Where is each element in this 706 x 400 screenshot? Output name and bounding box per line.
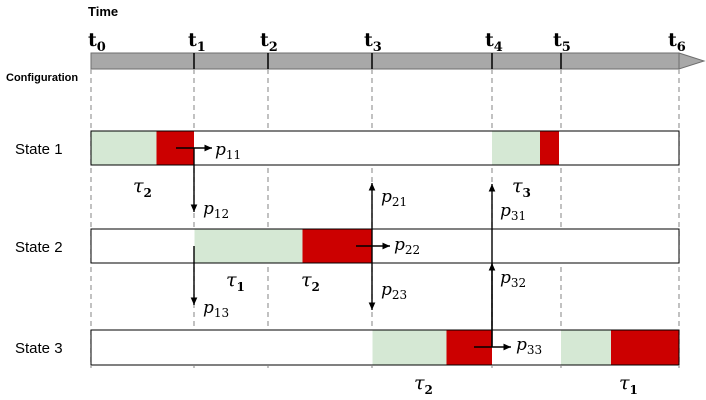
- task-label-state1-tau2: τ2: [133, 175, 152, 200]
- state-2-segment-tau1-light: [194, 229, 303, 263]
- prob-label-p21: p21: [381, 187, 407, 209]
- task-label-state1-tau3: τ3: [512, 175, 531, 200]
- timeline-tick-marks: [193, 53, 562, 69]
- time-gridlines: [90, 69, 680, 368]
- tick-label-t4: t4: [485, 29, 503, 55]
- state-label-2: State 2: [15, 239, 63, 256]
- task-label-state2-tau1: τ1: [226, 269, 245, 294]
- state-1-segment-tau3-red: [540, 131, 559, 165]
- state-label-3: State 3: [15, 340, 63, 357]
- tick-label-t0: t0: [88, 29, 106, 55]
- tick-label-t1: t1: [188, 29, 206, 55]
- prob-label-p12: p12: [203, 199, 229, 221]
- transition-arrows: [176, 144, 511, 351]
- state-1-segment-tau2-light: [91, 131, 157, 165]
- prob-label-p23: p23: [381, 280, 407, 302]
- tick-labels: t0 t1 t2 t3 t4 t5 t6: [88, 29, 686, 55]
- tick-label-t2: t2: [260, 29, 278, 55]
- tick-label-t5: t5: [553, 29, 571, 55]
- tick-label-t3: t3: [364, 29, 382, 55]
- timeline-arrowhead: [678, 52, 706, 70]
- task-labels: τ2 τ3 τ1 τ2 τ2 τ1: [133, 175, 638, 397]
- task-label-state2-tau2: τ2: [301, 269, 320, 294]
- tick-label-t6: t6: [668, 29, 686, 55]
- state-3-segment-tau1-red: [611, 330, 679, 365]
- task-label-state3-tau2: τ2: [414, 372, 433, 397]
- time-label: Time: [88, 4, 118, 19]
- prob-label-p33: p33: [516, 335, 542, 357]
- probability-labels: p11 p12 p13 p21 p22 p23 p31 p32 p33: [203, 140, 542, 357]
- prob-label-p11: p11: [215, 140, 241, 162]
- state-3-segment-tau1-light: [561, 330, 611, 365]
- prob-label-p13: p13: [203, 298, 229, 320]
- configuration-label: Configuration: [6, 72, 78, 84]
- prob-label-p32: p32: [500, 268, 526, 290]
- prob-label-p31: p31: [500, 201, 526, 223]
- state-3-segment-tau2-light: [372, 330, 447, 365]
- task-label-state3-tau1: τ1: [619, 372, 638, 397]
- state-1-segment-tau3-light: [492, 131, 540, 165]
- state-label-1: State 1: [15, 141, 63, 158]
- timeline-bar: [90, 52, 680, 70]
- prob-label-p22: p22: [394, 235, 420, 257]
